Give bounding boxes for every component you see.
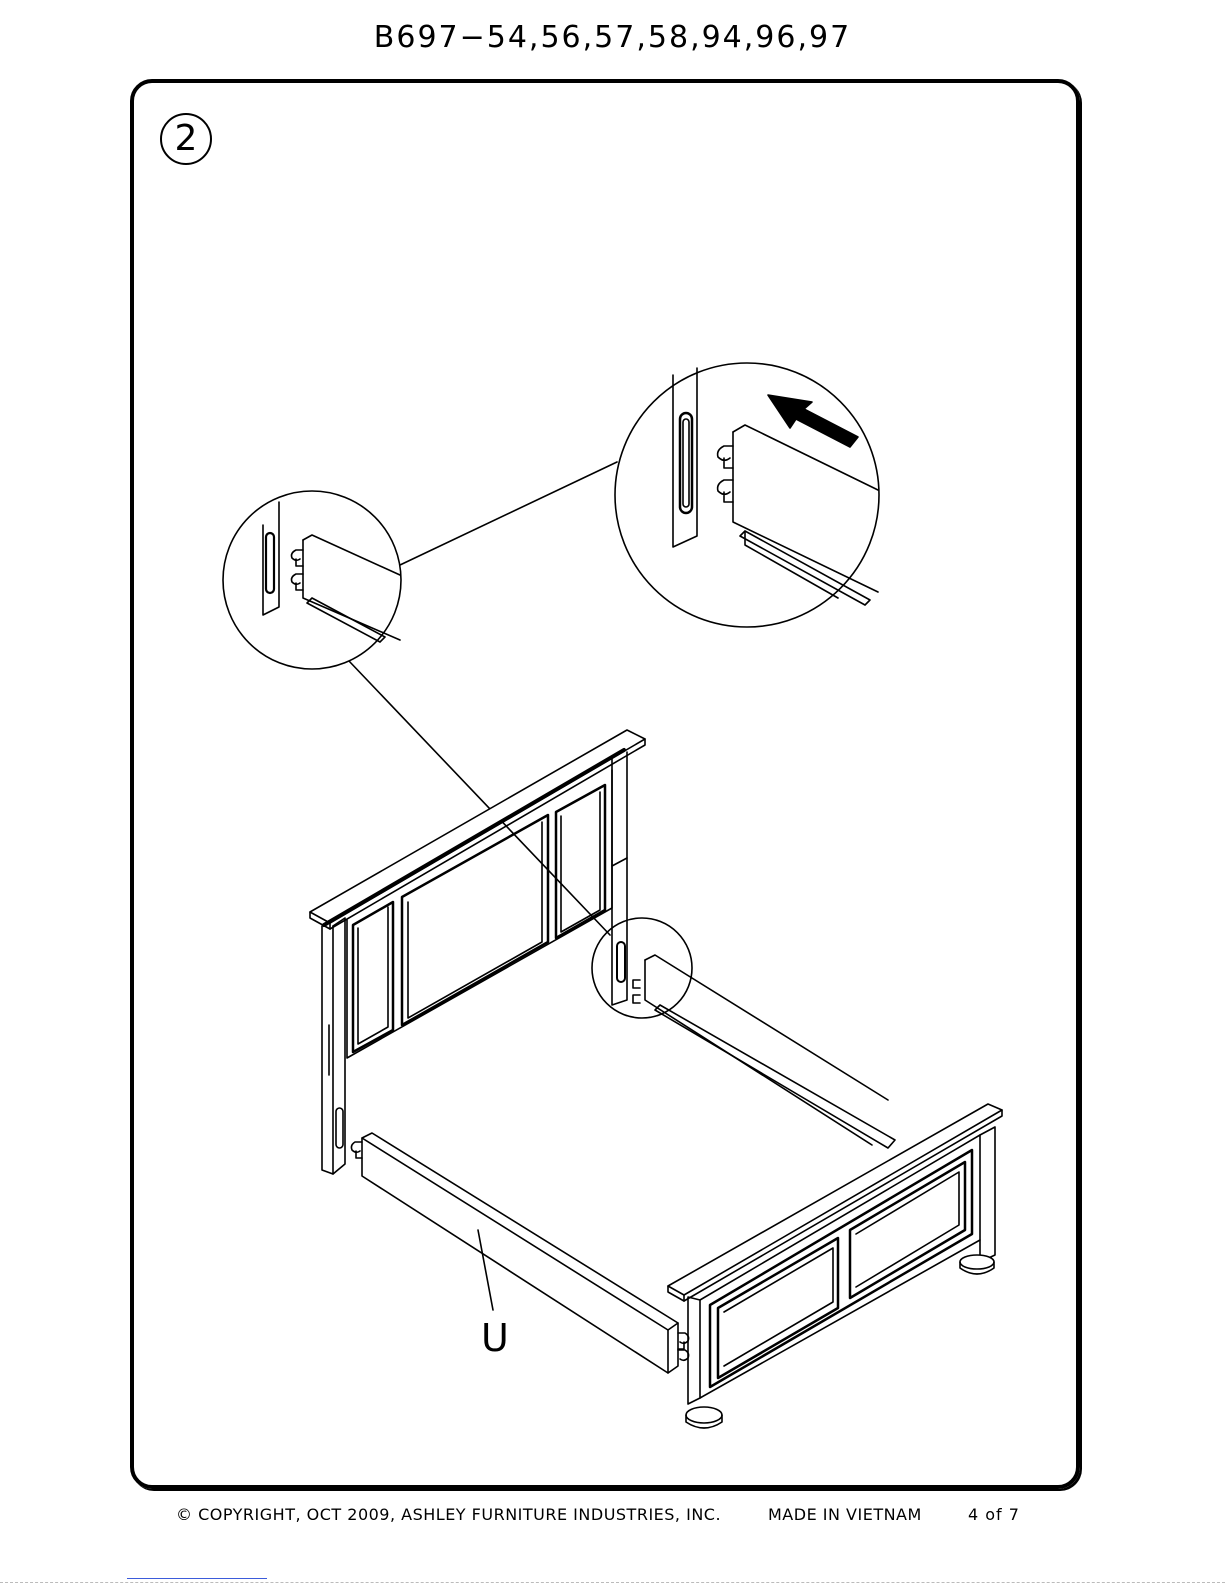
side-rail-u xyxy=(351,1133,688,1373)
detail-circle-small xyxy=(223,491,401,669)
page-number: 4 of 7 xyxy=(968,1505,1020,1524)
made-in-text: MADE IN VIETNAM xyxy=(768,1505,922,1524)
leader-line-small xyxy=(349,661,610,935)
leader-line-large xyxy=(400,462,617,565)
copyright-text: © COPYRIGHT, OCT 2009, ASHLEY FURNITURE … xyxy=(176,1505,721,1524)
footboard xyxy=(668,1104,1002,1428)
far-side-rail xyxy=(645,955,895,1148)
page-divider xyxy=(0,1582,1225,1583)
detail-circle-large xyxy=(615,363,879,627)
part-label-u: U xyxy=(481,1316,509,1360)
page-link-underline[interactable] xyxy=(127,1578,267,1579)
